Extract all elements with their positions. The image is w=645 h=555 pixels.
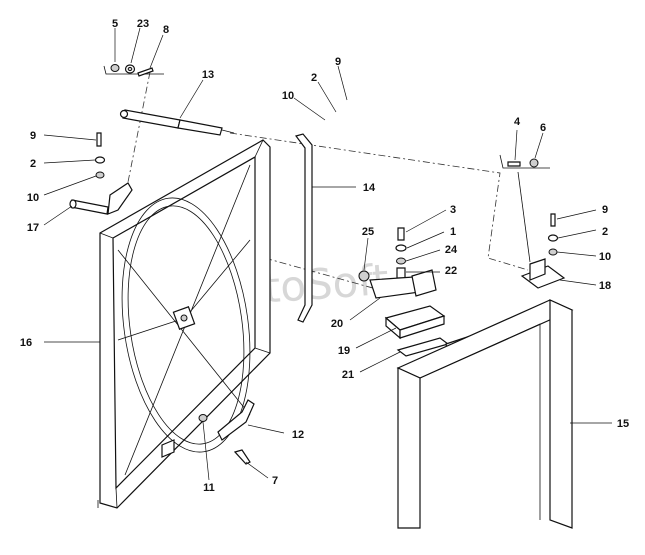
callout-23: 23 [137, 18, 149, 30]
callout-4: 4 [514, 116, 521, 128]
callout-5: 5 [112, 18, 118, 30]
assembly-dashed-line [127, 71, 529, 291]
mount-block [411, 269, 437, 297]
center-hardware-group [358, 227, 407, 282]
bracket-12-shape [217, 399, 255, 441]
strut-cylinder [122, 109, 181, 129]
fan-ring [121, 197, 251, 453]
top-bracket-group [103, 64, 164, 77]
callout-11: 11 [203, 482, 215, 494]
nut-5 [110, 64, 120, 72]
support-19 [384, 305, 446, 340]
support-front [399, 315, 445, 339]
mount-20 [369, 269, 437, 299]
fan-shroud-16 [97, 139, 271, 509]
pin-bracket [107, 182, 133, 215]
callout-2-left: 2 [30, 158, 36, 170]
frame-15 [396, 299, 574, 529]
handle-bar [294, 133, 313, 323]
callout-24: 24 [445, 244, 458, 256]
callout-9-top: 9 [335, 56, 341, 68]
left-hardware-group [94, 132, 106, 179]
washer-23-hole [127, 66, 133, 72]
callout-9-left: 9 [30, 130, 36, 142]
center-hole [180, 314, 188, 322]
fan-ring-inner [127, 205, 245, 445]
callout-13: 13 [202, 69, 214, 81]
bolt-9-right [550, 213, 556, 227]
frame-inner-edge [419, 323, 541, 520]
bracket-18 [517, 171, 566, 289]
callout-2-top: 2 [311, 72, 317, 84]
right-top-bracket [499, 154, 550, 169]
callout-12: 12 [292, 429, 304, 441]
pivot-pin-17 [69, 182, 133, 215]
strut-body [177, 119, 223, 136]
nut-24 [396, 257, 406, 265]
bracket-12 [217, 399, 255, 441]
callout-25: 25 [362, 226, 374, 238]
callout-2-right: 2 [602, 226, 608, 238]
washer-1 [395, 244, 407, 252]
nut-6 [529, 158, 539, 168]
stay-rod [517, 171, 531, 263]
callout-labels: 5 23 8 13 9 2 10 9 2 10 17 4 6 14 3 1 24… [20, 18, 629, 494]
pin-shaft [70, 199, 109, 215]
callout-1: 1 [450, 226, 456, 238]
gas-strut-13 [119, 109, 235, 136]
callout-15: 15 [617, 418, 629, 430]
callout-10-right: 10 [599, 251, 611, 263]
small-fasteners [198, 414, 251, 465]
callout-14: 14 [363, 182, 376, 194]
callout-6: 6 [540, 122, 546, 134]
callout-7: 7 [272, 475, 278, 487]
bolt-4 [507, 161, 521, 167]
fastener-11 [198, 414, 208, 422]
leader-lines [43, 27, 612, 481]
handle-14 [294, 133, 313, 323]
bolt-9-left [96, 132, 102, 147]
frame-left-leg [397, 367, 421, 529]
washer-25 [358, 270, 370, 282]
strut-rod [221, 129, 235, 134]
right-bracket-group [499, 154, 550, 169]
shroud-frame-bevels [99, 139, 271, 509]
nut-10-right [548, 248, 558, 256]
washer-2-left [94, 156, 106, 164]
callout-8: 8 [163, 24, 169, 36]
nut-10-left [95, 171, 105, 179]
callout-10-top: 10 [282, 90, 294, 102]
callout-16: 16 [20, 337, 32, 349]
callout-20: 20 [331, 318, 343, 330]
callout-19: 19 [338, 345, 350, 357]
bolt-8 [137, 67, 154, 77]
callout-10-left: 10 [27, 192, 39, 204]
right-hardware-group [547, 213, 559, 256]
bracket-lug [529, 258, 546, 281]
callout-17: 17 [27, 222, 39, 234]
bolt-7 [233, 449, 251, 465]
bolt-3 [397, 227, 405, 241]
strut-end-eye [119, 109, 129, 119]
callout-9-right: 9 [602, 204, 608, 216]
washer-2-right [547, 234, 559, 242]
callout-22: 22 [445, 265, 457, 277]
callout-3: 3 [450, 204, 456, 216]
callout-21: 21 [342, 369, 354, 381]
spacer-22 [396, 267, 406, 279]
callout-18: 18 [599, 280, 611, 292]
frame-right-leg [549, 299, 573, 529]
shroud-bracket [161, 439, 175, 458]
